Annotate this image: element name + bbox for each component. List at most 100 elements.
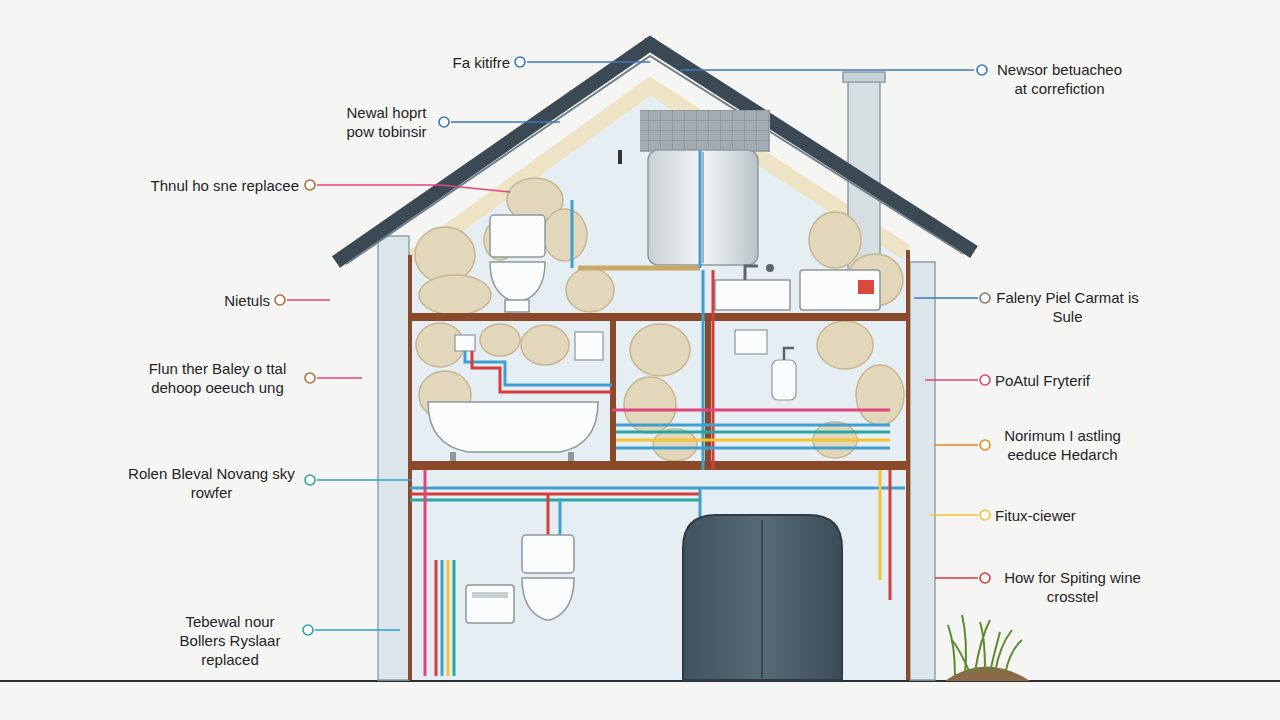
pipes-part xyxy=(699,150,702,268)
pipes-part xyxy=(616,447,890,450)
leader-lines-part xyxy=(925,379,978,381)
leader-lines-part xyxy=(935,577,978,579)
leader-lines-part xyxy=(930,514,978,516)
grass-part-part xyxy=(990,632,1000,672)
middle-fixtures-part xyxy=(784,348,794,360)
callout-label: Rolen Bleval Novang sky rowfer xyxy=(124,464,299,502)
insulation-part xyxy=(809,212,861,268)
insulation-part xyxy=(419,275,491,315)
ground-fixtures-part xyxy=(522,535,574,573)
callout-label: Fa kitifre xyxy=(400,53,510,72)
grass-part xyxy=(948,615,1022,676)
ground-fixtures-part xyxy=(472,592,508,598)
attic-fixtures-part xyxy=(766,264,774,272)
callout-markers-part xyxy=(305,180,315,190)
attic-fixtures-part xyxy=(490,262,545,302)
ground-fixtures-part xyxy=(683,515,842,680)
pipes-part xyxy=(447,560,450,676)
leader-lines-part xyxy=(527,61,650,63)
roof-peak xyxy=(645,38,655,48)
grass-part-part xyxy=(1005,640,1022,674)
callout-markers-part xyxy=(303,625,313,635)
leader-lines xyxy=(287,62,978,630)
middle-fixtures-part xyxy=(575,332,603,360)
grass-part-part xyxy=(975,620,990,672)
grass-part-part xyxy=(952,640,970,673)
floor-beams xyxy=(408,250,910,680)
callout-markers-part xyxy=(305,475,315,485)
grass-part xyxy=(945,667,1030,682)
pipes-part xyxy=(441,560,444,676)
pipes-part xyxy=(435,560,438,676)
pipes-part xyxy=(453,560,456,676)
attic-fixtures-part xyxy=(800,270,880,310)
pipes-part xyxy=(424,470,427,676)
floor-beams-part xyxy=(906,250,910,680)
leader-lines-part xyxy=(317,377,362,379)
pipes-part xyxy=(472,351,612,392)
grass xyxy=(945,615,1030,681)
callout-label: Thnul ho sne replacee xyxy=(99,176,299,195)
leader-lines-part xyxy=(287,299,330,301)
callout-markers-part xyxy=(980,375,990,385)
insulation-part xyxy=(566,268,614,312)
leader-lines-part xyxy=(451,121,560,123)
grass-part-part xyxy=(995,630,1012,672)
pipes-part xyxy=(612,409,890,412)
insulation-part xyxy=(521,325,569,365)
chimney-part xyxy=(843,72,885,82)
insulation-part xyxy=(630,324,690,376)
middle-fixtures-part xyxy=(455,335,475,351)
insulation-part xyxy=(817,321,873,369)
floor-beams-part xyxy=(408,255,412,680)
pipes-part xyxy=(410,493,700,496)
attic-fixtures xyxy=(490,110,880,312)
callout-label: Newal hoprt pow tobinsir xyxy=(339,103,434,141)
middle-fixtures-part xyxy=(735,330,767,354)
middle-fixtures-part xyxy=(450,452,456,461)
callout-markers-part xyxy=(980,573,990,583)
leader-lines-part xyxy=(935,444,978,446)
attic-fixtures-part xyxy=(715,280,790,310)
floor-beams-part xyxy=(409,461,910,470)
pipes-part xyxy=(410,487,905,490)
callout-markers-part xyxy=(305,373,315,383)
callout-markers-part xyxy=(515,57,525,67)
pipes-part xyxy=(616,431,890,434)
ground-line xyxy=(0,680,1280,682)
ground-fixtures xyxy=(466,515,842,680)
pipes-part xyxy=(879,470,882,580)
pipes-part xyxy=(699,488,702,520)
callout-label: PoAtul Fryterif xyxy=(995,371,1155,390)
pipes-part xyxy=(571,200,574,268)
insulation-part xyxy=(480,324,520,356)
leader-lines-part xyxy=(317,185,510,192)
attic-fixtures-part xyxy=(648,150,758,265)
attic-fixtures-part xyxy=(702,152,704,263)
attic-fixtures-part xyxy=(640,110,770,152)
pipes-part xyxy=(889,470,892,600)
callout-label: Tebewal nour Bollers Ryslaar replaced xyxy=(170,612,290,669)
right-wall xyxy=(910,262,935,680)
leader-lines-part xyxy=(680,69,974,71)
ground-fixtures-part xyxy=(466,585,514,623)
callout-markers-part xyxy=(439,117,449,127)
callout-label: Faleny Piel Carmat is Sule xyxy=(995,288,1140,326)
callout-label: Fitux-ciewer xyxy=(995,506,1135,525)
pipes-part xyxy=(410,499,700,502)
callout-label: Newsor betuacheo at correfiction xyxy=(992,60,1127,98)
callout-markers xyxy=(275,57,990,635)
attic-fixtures-part xyxy=(745,266,758,280)
callout-markers-part xyxy=(275,295,285,305)
middle-fixtures-part xyxy=(568,452,574,461)
grass-part-part xyxy=(980,622,985,670)
attic-fixtures-part xyxy=(618,150,622,164)
pipes-part xyxy=(616,424,890,427)
callout-label: How for Spiting wine crosstel xyxy=(995,568,1150,606)
attic-fixtures-part xyxy=(858,280,874,294)
attic-fixtures-part xyxy=(505,300,529,312)
attic-fixtures-part xyxy=(490,215,545,257)
middle-fixtures-part xyxy=(772,360,796,400)
callout-markers-part xyxy=(977,65,987,75)
